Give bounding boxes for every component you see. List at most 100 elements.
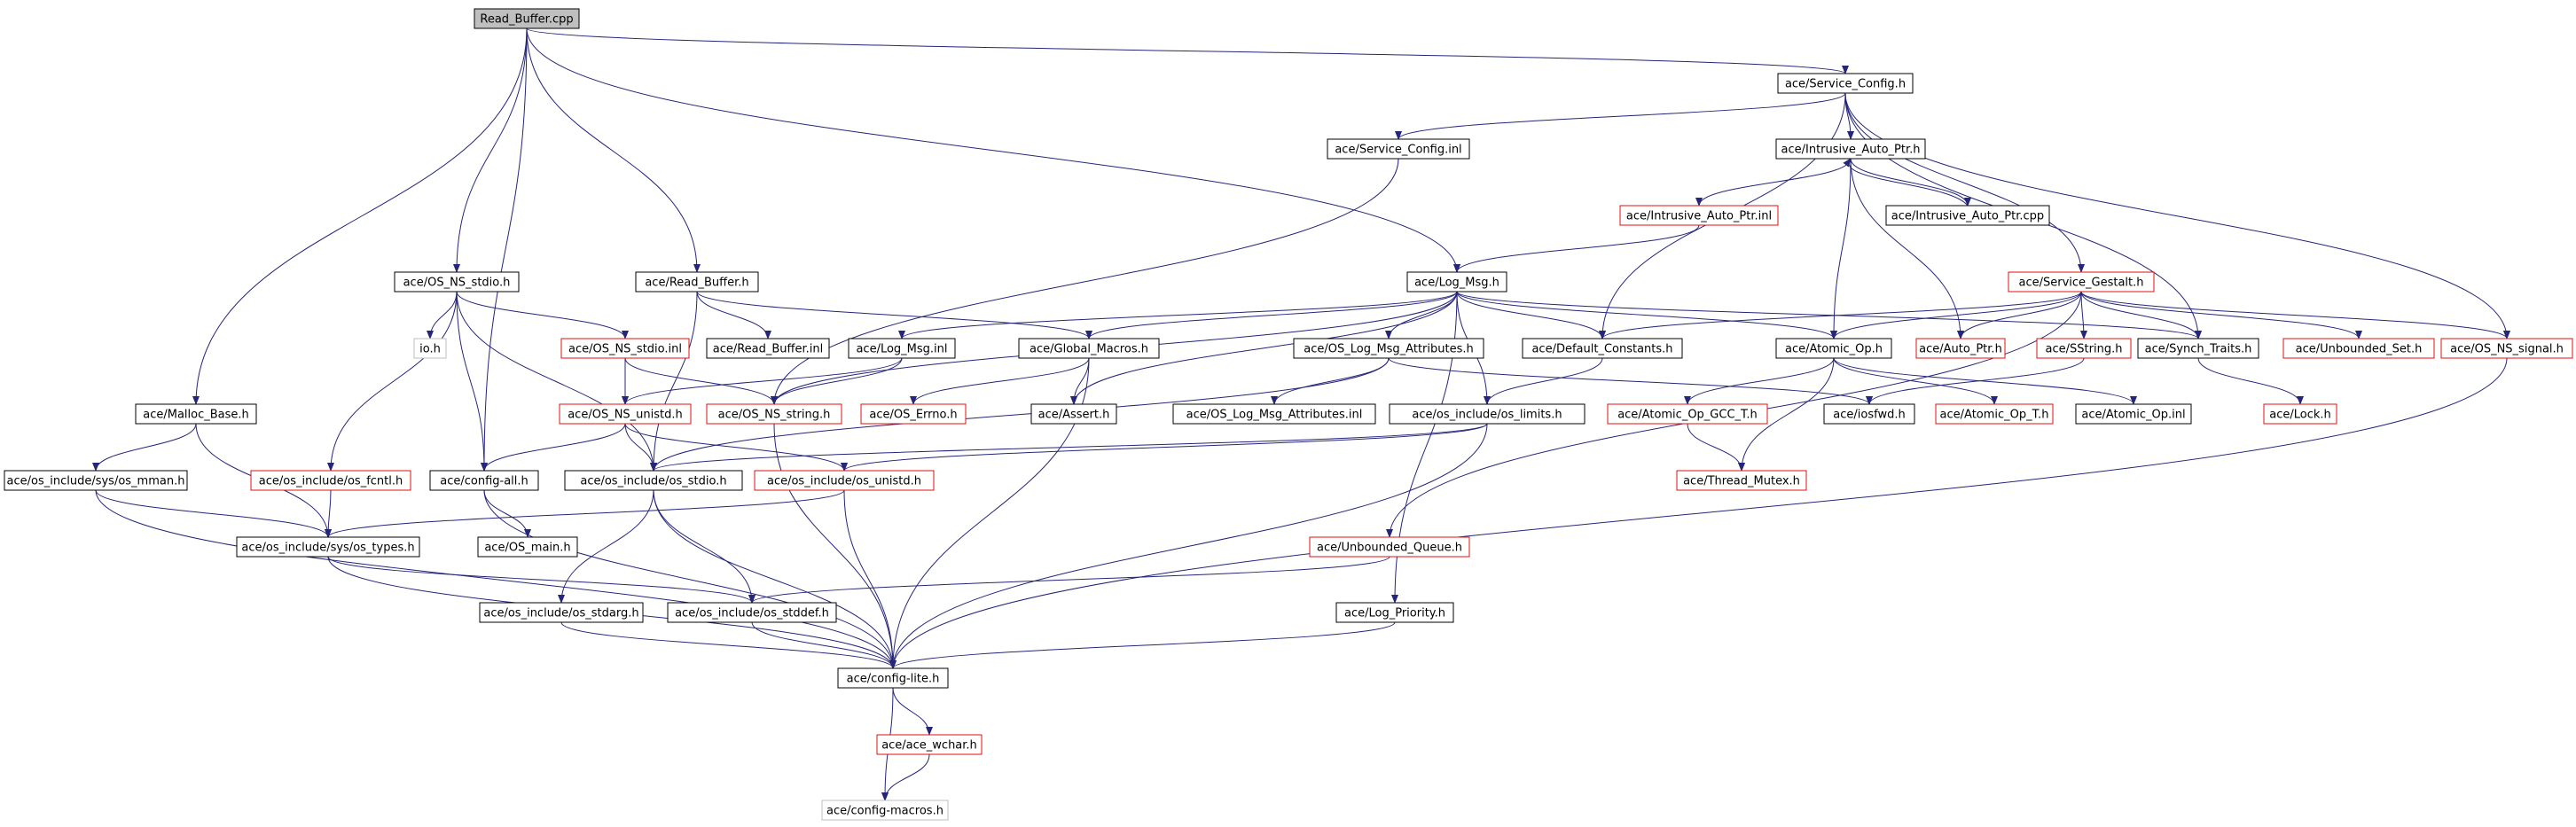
node-sstring-h[interactable]: ace/SString.h — [2036, 338, 2132, 359]
node-intrusive-auto-ptr-inl[interactable]: ace/Intrusive_Auto_Ptr.inl — [1619, 205, 1779, 226]
edge-ace_wchar_h-to-config_macros_h — [881, 753, 930, 801]
node-iosfwd-h[interactable]: ace/iosfwd.h — [1823, 403, 1915, 425]
node-box — [394, 271, 520, 293]
node-os-types-h[interactable]: ace/os_include/sys/os_types.h — [236, 536, 420, 558]
node-label: ace/Log_Msg.inl — [856, 343, 947, 356]
edge-config_all_h-to-config_lite_h — [483, 489, 897, 669]
node-log-msg-h[interactable]: ace/Log_Msg.h — [1406, 271, 1507, 293]
node-label: ace/config-macros.h — [826, 805, 943, 818]
node-service-gestalt-h[interactable]: ace/Service_Gestalt.h — [2008, 271, 2155, 293]
node-global-macros-h[interactable]: ace/Global_Macros.h — [1018, 338, 1160, 359]
node-read-buffer-cpp[interactable]: Read_Buffer.cpp — [474, 8, 580, 29]
node-os-ns-signal-h[interactable]: ace/OS_NS_signal.h — [2440, 338, 2573, 359]
edge-atomic_op_h-to-atomic_op_gcc_t_h — [1684, 357, 1835, 405]
node-box — [1777, 73, 1914, 94]
node-config-macros-h[interactable]: ace/config-macros.h — [821, 800, 949, 821]
node-config-all-h[interactable]: ace/config-all.h — [429, 470, 539, 491]
node-atomic-op-h[interactable]: ace/Atomic_Op.h — [1775, 338, 1892, 359]
node-box — [413, 338, 447, 359]
node-atomic-op-inl[interactable]: ace/Atomic_Op.inl — [2075, 403, 2192, 425]
node-atomic-op-t-h[interactable]: ace/Atomic_Op_T.h — [1935, 403, 2054, 425]
edge-read_buffer_cpp-to-read_buffer_h — [526, 27, 701, 273]
node-assert-h[interactable]: ace/Assert.h — [1030, 403, 1117, 425]
node-label: ace/Intrusive_Auto_Ptr.h — [1781, 144, 1921, 157]
node-label: ace/Thread_Mutex.h — [1683, 475, 1800, 488]
edge-atomic_op_gcc_t_h-to-thread_mutex_h — [1687, 423, 1745, 472]
edge-os_ns_stdio_h-to-config_all_h — [456, 291, 488, 472]
node-os-stdarg-h[interactable]: ace/os_include/os_stdarg.h — [479, 602, 644, 623]
node-os-ns-unistd-h[interactable]: ace/OS_NS_unistd.h — [559, 403, 692, 425]
node-thread-mutex-h[interactable]: ace/Thread_Mutex.h — [1676, 470, 1807, 491]
node-unbounded-queue-h[interactable]: ace/Unbounded_Queue.h — [1309, 536, 1470, 558]
node-os-errno-h[interactable]: ace/OS_Errno.h — [860, 403, 967, 425]
node-box — [635, 271, 759, 293]
edge-os_ns_unistd_h-to-config_all_h — [481, 423, 626, 472]
node-lock-h[interactable]: ace/Lock.h — [2263, 403, 2337, 425]
node-label: ace/iosfwd.h — [1833, 409, 1905, 422]
node-read-buffer-h[interactable]: ace/Read_Buffer.h — [635, 271, 759, 293]
edge-read_buffer_cpp-to-service_config_h — [526, 27, 1849, 74]
edge-log_msg_h-to-synch_traits_h — [1456, 291, 2202, 339]
edge-os_stdarg_h-to-config_lite_h — [560, 621, 897, 669]
node-box — [1406, 271, 1507, 293]
node-box — [821, 800, 949, 821]
node-box — [1823, 403, 1915, 425]
node-log-msg-inl[interactable]: ace/Log_Msg.inl — [848, 338, 956, 359]
node-os-fcntl-h[interactable]: ace/os_include/os_fcntl.h — [250, 470, 411, 491]
edge-read_buffer_cpp-to-malloc_base_h — [192, 27, 528, 405]
node-unbounded-set-h[interactable]: ace/Unbounded_Set.h — [2282, 338, 2435, 359]
edge-read_buffer_cpp-to-os_ns_stdio_h — [453, 27, 528, 273]
node-default-constants-h[interactable]: ace/Default_Constants.h — [1522, 338, 1683, 359]
edge-global_macros_h-to-os_errno_h — [910, 357, 1090, 405]
edge-os_fcntl_h-to-os_types_h — [325, 489, 333, 538]
node-os-mman-h[interactable]: ace/os_include/sys/os_mman.h — [4, 470, 188, 491]
edge-intrusive_auto_ptr_inl-to-log_msg_h — [1453, 224, 1700, 273]
node-label: ace/Log_Priority.h — [1344, 607, 1445, 620]
node-atomic-op-gcc-t-h[interactable]: ace/Atomic_Op_GCC_T.h — [1607, 403, 1768, 425]
edge-os_ns_stdio_inl-to-os_ns_string_h — [624, 357, 778, 405]
node-io-h[interactable]: io.h — [413, 338, 447, 359]
edge-intrusive_auto_ptr_h-to-intrusive_auto_ptr_cpp — [1850, 158, 1971, 207]
node-log-priority-h[interactable]: ace/Log_Priority.h — [1335, 602, 1454, 623]
edge-service_gestalt_h-to-default_constants_h — [1599, 291, 2082, 339]
node-os-ns-stdio-inl[interactable]: ace/OS_NS_stdio.inl — [560, 338, 690, 359]
node-box — [1676, 470, 1807, 491]
node-label: io.h — [419, 343, 441, 356]
node-box — [1030, 403, 1117, 425]
node-os-log-msg-attributes-inl[interactable]: ace/OS_Log_Msg_Attributes.inl — [1172, 403, 1376, 425]
node-ace-wchar-h[interactable]: ace/ace_wchar.h — [876, 734, 983, 755]
node-os-main-h[interactable]: ace/OS_main.h — [477, 536, 578, 558]
edge-os_stdio_h-to-os_stdarg_h — [558, 489, 654, 604]
edge-os_ns_stdio_h-to-io_h — [427, 291, 458, 339]
node-intrusive-auto-ptr-cpp[interactable]: ace/Intrusive_Auto_Ptr.cpp — [1885, 205, 2050, 226]
node-read-buffer-inl[interactable]: ace/Read_Buffer.inl — [706, 338, 830, 359]
node-os-ns-stdio-h[interactable]: ace/OS_NS_stdio.h — [394, 271, 520, 293]
node-service-config-h[interactable]: ace/Service_Config.h — [1777, 73, 1914, 94]
node-synch-traits-h[interactable]: ace/Synch_Traits.h — [2137, 338, 2259, 359]
node-label: ace/os_include/os_limits.h — [1412, 409, 1562, 422]
edge-intrusive_auto_ptr_h-to-atomic_op_h — [1830, 158, 1852, 339]
node-os-log-msg-attributes-h[interactable]: ace/OS_Log_Msg_Attributes.h — [1293, 338, 1484, 359]
node-malloc-base-h[interactable]: ace/Malloc_Base.h — [135, 403, 257, 425]
node-auto-ptr-h[interactable]: ace/Auto_Ptr.h — [1915, 338, 2006, 359]
node-os-ns-string-h[interactable]: ace/OS_NS_string.h — [706, 403, 842, 425]
node-os-stddef-h[interactable]: ace/os_include/os_stddef.h — [667, 602, 837, 623]
node-service-config-inl[interactable]: ace/Service_Config.inl — [1327, 138, 1470, 160]
node-label: ace/Assert.h — [1038, 409, 1110, 422]
edge-service_gestalt_h-to-atomic_op_h — [1830, 291, 2082, 339]
node-label: ace/os_include/sys/os_mman.h — [7, 475, 185, 488]
edge-log_msg_inl-to-os_ns_string_h — [771, 357, 903, 405]
node-os-stdio-h[interactable]: ace/os_include/os_stdio.h — [564, 470, 743, 491]
node-label: Read_Buffer.cpp — [480, 13, 573, 27]
edge-log_msg_h-to-log_msg_inl — [898, 291, 1458, 339]
node-config-lite-h[interactable]: ace/config-lite.h — [837, 667, 949, 689]
node-label: ace/OS_main.h — [484, 542, 570, 555]
edge-service_gestalt_h-to-synch_traits_h — [2080, 291, 2202, 339]
node-box — [1915, 338, 2006, 359]
node-box — [1327, 138, 1470, 160]
node-box — [1775, 138, 1926, 160]
edge-os_stddef_h-to-config_lite_h — [751, 621, 897, 669]
node-os-unistd-h[interactable]: ace/os_include/os_unistd.h — [754, 470, 935, 491]
node-os-limits-h[interactable]: ace/os_include/os_limits.h — [1389, 403, 1586, 425]
node-intrusive-auto-ptr-h[interactable]: ace/Intrusive_Auto_Ptr.h — [1775, 138, 1926, 160]
